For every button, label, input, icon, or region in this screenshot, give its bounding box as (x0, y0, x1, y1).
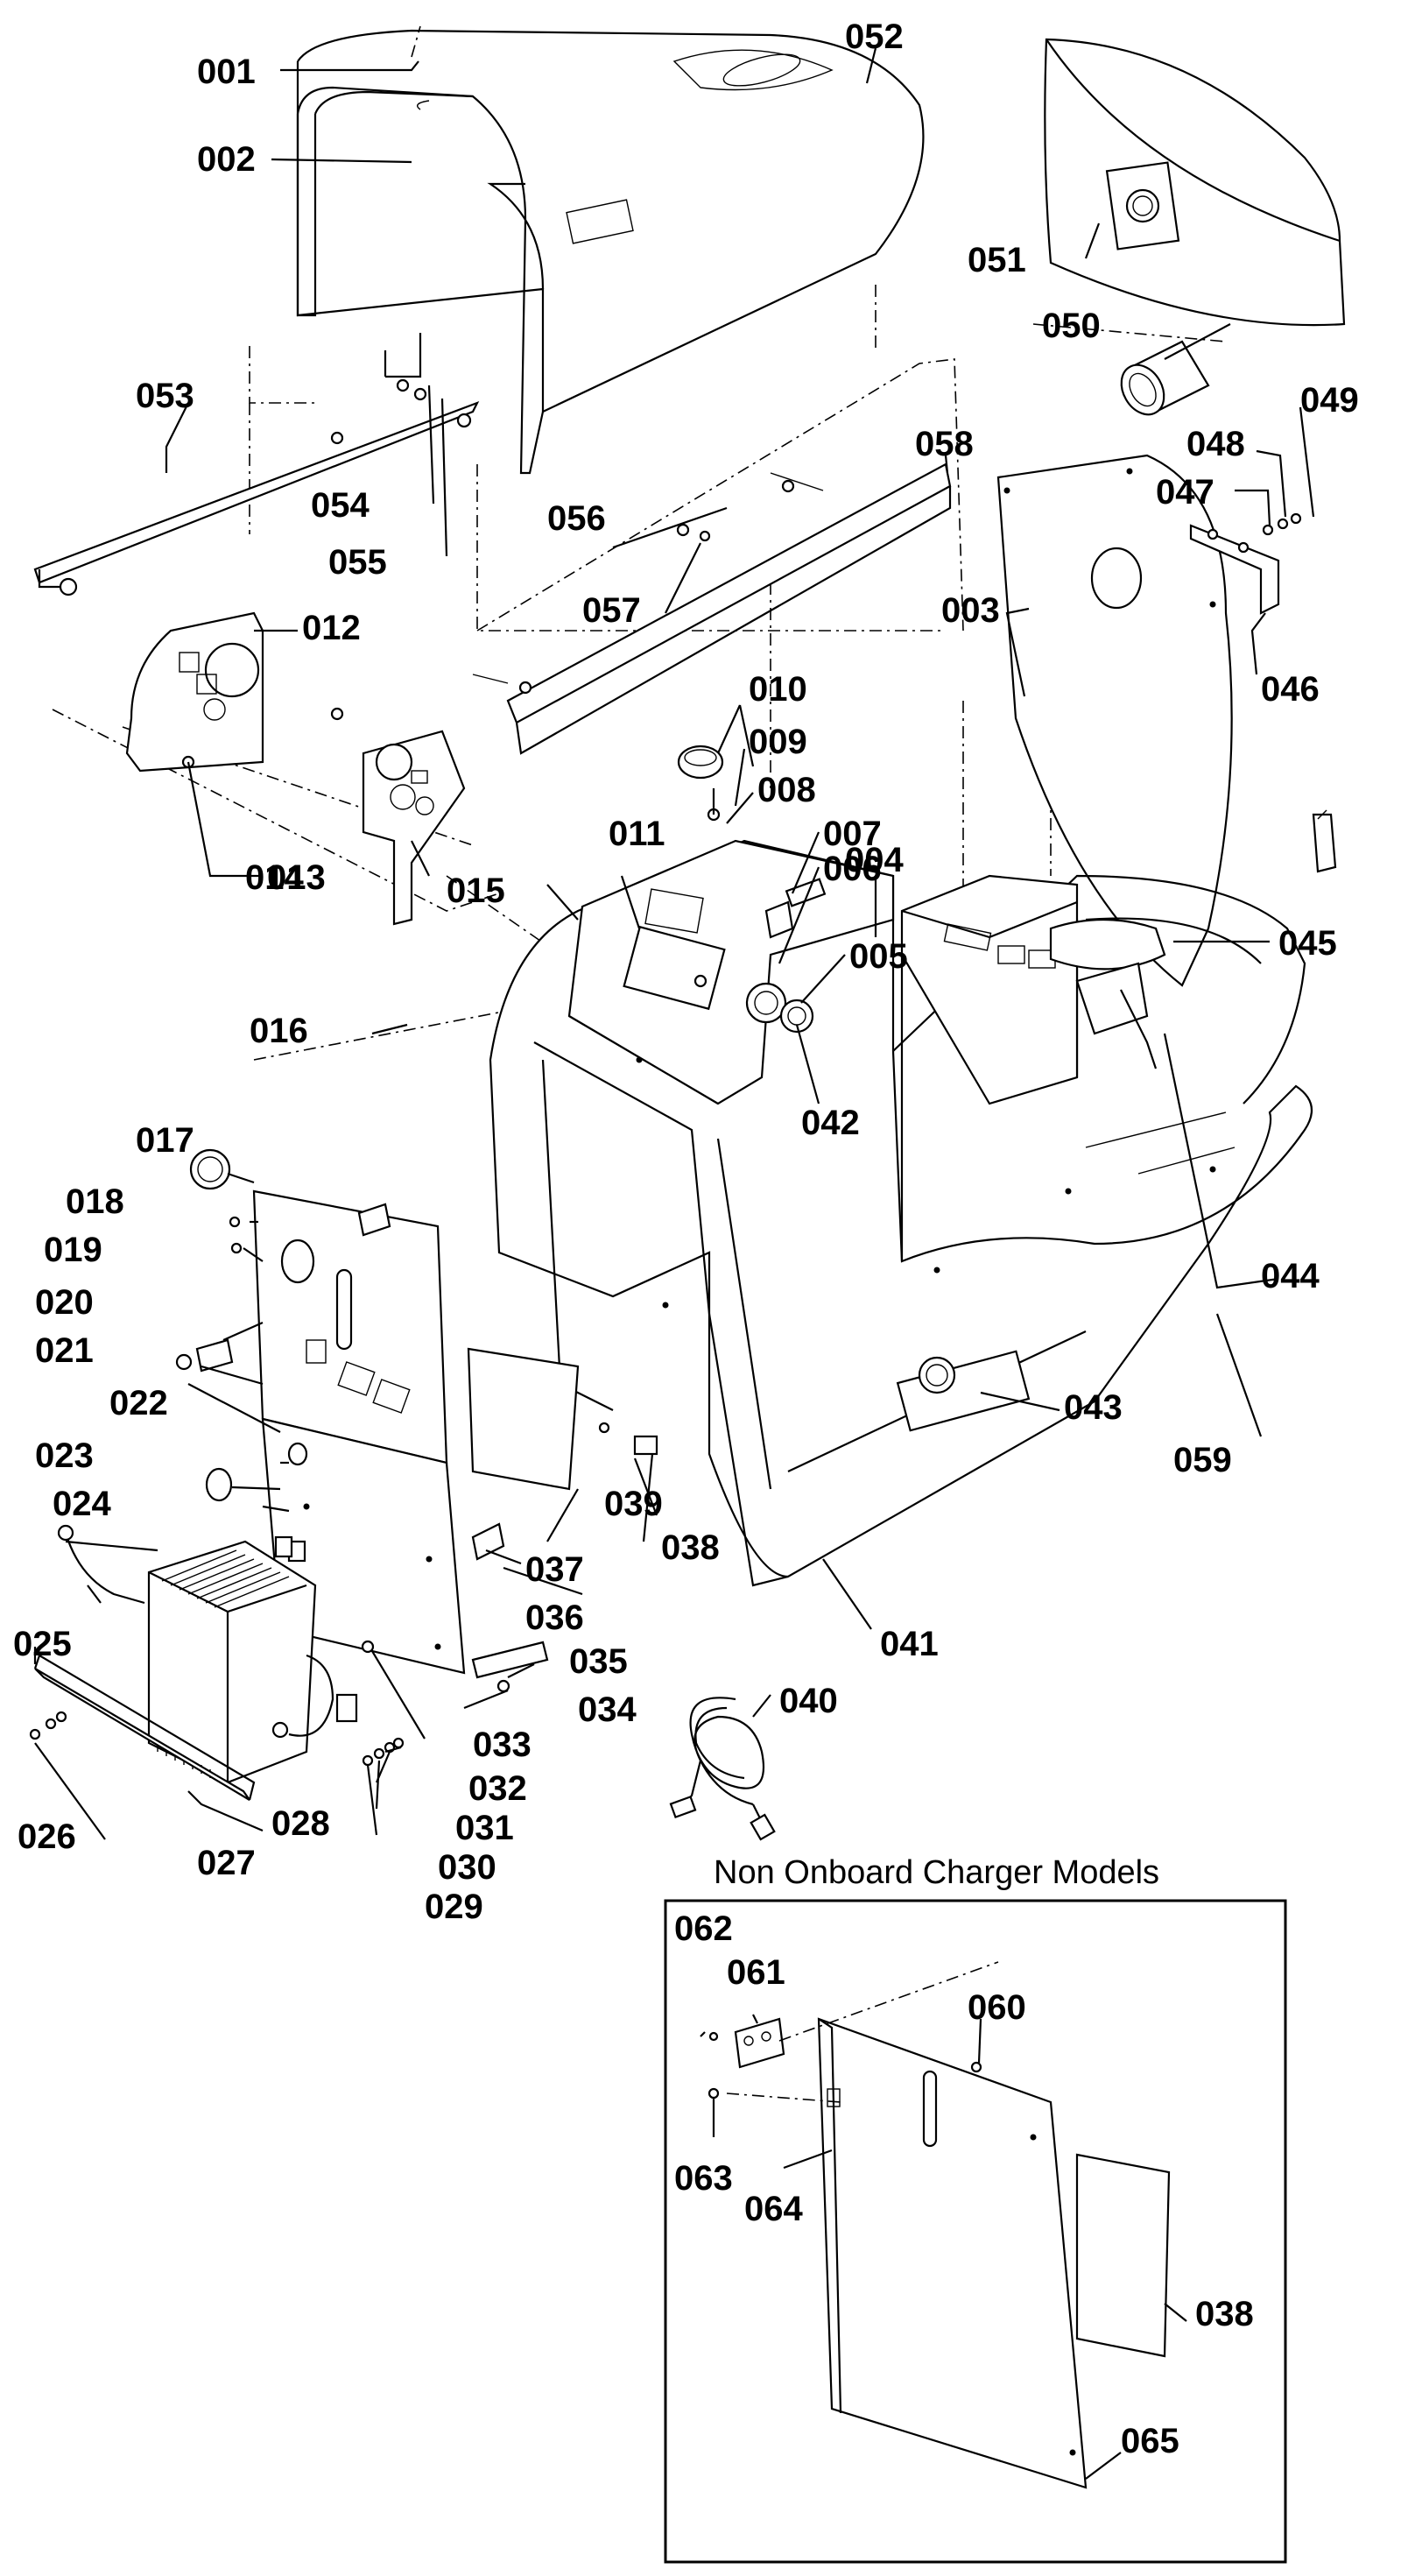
callout-050: 050 (1042, 307, 1101, 345)
callout-047: 047 (1156, 473, 1214, 512)
callout-002: 002 (197, 140, 256, 179)
callout-064: 064 (744, 2190, 803, 2228)
callout-017: 017 (136, 1121, 194, 1160)
label-038 (467, 1347, 580, 1491)
mounting-strap-027 (29, 1654, 256, 1801)
top-deck (567, 745, 895, 1105)
control-panel-014 (330, 707, 466, 926)
callout-028: 028 (271, 1804, 330, 1843)
callout-024: 024 (53, 1485, 111, 1523)
callout-010: 010 (749, 670, 807, 709)
callout-063: 063 (674, 2159, 733, 2198)
callout-008: 008 (757, 771, 816, 809)
hinge-bracket-046 (1189, 512, 1302, 615)
callout-034: 034 (578, 1690, 637, 1729)
callout-023: 023 (35, 1436, 94, 1475)
hardware-029-032 (362, 1641, 549, 1767)
callout-052: 052 (845, 18, 904, 56)
callout-060: 060 (968, 1988, 1026, 2027)
rear-shroud (1044, 38, 1346, 327)
callout-057: 057 (582, 591, 641, 630)
callout-005: 005 (849, 937, 908, 976)
callout-037: 037 (525, 1550, 584, 1589)
callout-046: 046 (1261, 670, 1320, 709)
callout-041: 041 (880, 1625, 939, 1663)
callout-031: 031 (455, 1809, 514, 1847)
callout-025: 025 (13, 1625, 72, 1663)
callout-001: 001 (197, 53, 256, 91)
callout-062: 062 (674, 1909, 733, 1948)
callout-040: 040 (779, 1682, 838, 1720)
callout-011: 011 (609, 815, 665, 853)
callout-065: 065 (1121, 2422, 1179, 2460)
callout-004: 004 (845, 841, 904, 879)
callout-061: 061 (727, 1953, 785, 1992)
battery-charger-025 (57, 1524, 375, 1784)
callout-014: 014 (245, 858, 304, 897)
hood-rod-bracket (33, 333, 480, 596)
callout-leader-lines (33, 47, 1315, 2480)
callout-056: 056 (547, 499, 606, 538)
hood-assembly (296, 29, 925, 475)
callout-049: 049 (1300, 381, 1359, 420)
callout-048: 048 (1186, 425, 1245, 463)
callout-053: 053 (136, 377, 194, 415)
callout-054: 054 (311, 486, 370, 525)
callout-027: 027 (197, 1844, 256, 1882)
callout-044: 044 (1261, 1257, 1320, 1295)
callout-059: 059 (1173, 1441, 1232, 1479)
callout-043: 043 (1064, 1388, 1123, 1427)
inset-title: Non Onboard Charger Models (714, 1854, 1159, 1891)
callout-039: 039 (604, 1485, 663, 1523)
control-box-004 (900, 874, 1079, 1105)
callout-021: 021 (35, 1331, 94, 1370)
control-panel-012 (125, 611, 264, 773)
callout-036: 036 (525, 1599, 584, 1637)
callout-012: 012 (302, 609, 361, 647)
cover-rail (472, 462, 952, 755)
callout-007: 007 (823, 815, 882, 853)
callout-033: 033 (473, 1726, 532, 1764)
callout-026: 026 (18, 1817, 76, 1856)
callout-038-inset: 038 (1195, 2295, 1254, 2333)
vacuum-motor-045 (1049, 809, 1337, 1069)
hose-cuff (1120, 340, 1210, 416)
charger-panel-022 (175, 1148, 448, 1464)
callout-045: 045 (1278, 924, 1337, 963)
callout-038: 038 (661, 1528, 720, 1567)
callout-009: 009 (749, 723, 807, 761)
inset-box (664, 1899, 1287, 2564)
callout-022: 022 (109, 1384, 168, 1422)
callout-035: 035 (569, 1642, 628, 1681)
callout-003: 003 (941, 591, 1000, 630)
callout-020: 020 (35, 1283, 94, 1322)
side-panel-003 (996, 454, 1233, 987)
callout-042: 042 (801, 1104, 860, 1142)
small-parts-036-039 (471, 1422, 658, 1561)
callout-018: 018 (66, 1182, 124, 1221)
callout-051: 051 (968, 241, 1026, 279)
callout-006: 006 (823, 850, 882, 888)
callout-019: 019 (44, 1231, 102, 1269)
callout-015: 015 (447, 872, 505, 910)
callout-058: 058 (915, 425, 974, 463)
callout-032: 032 (468, 1769, 527, 1808)
power-cord-040 (669, 1697, 776, 1841)
callout-013: 013 (267, 858, 326, 897)
callout-029: 029 (425, 1888, 483, 1926)
callout-016: 016 (250, 1012, 308, 1050)
callout-030: 030 (438, 1848, 496, 1887)
callout-labels: 001 002 052 051 050 049 048 047 046 003 … (13, 18, 1359, 2460)
callout-055: 055 (328, 543, 387, 582)
